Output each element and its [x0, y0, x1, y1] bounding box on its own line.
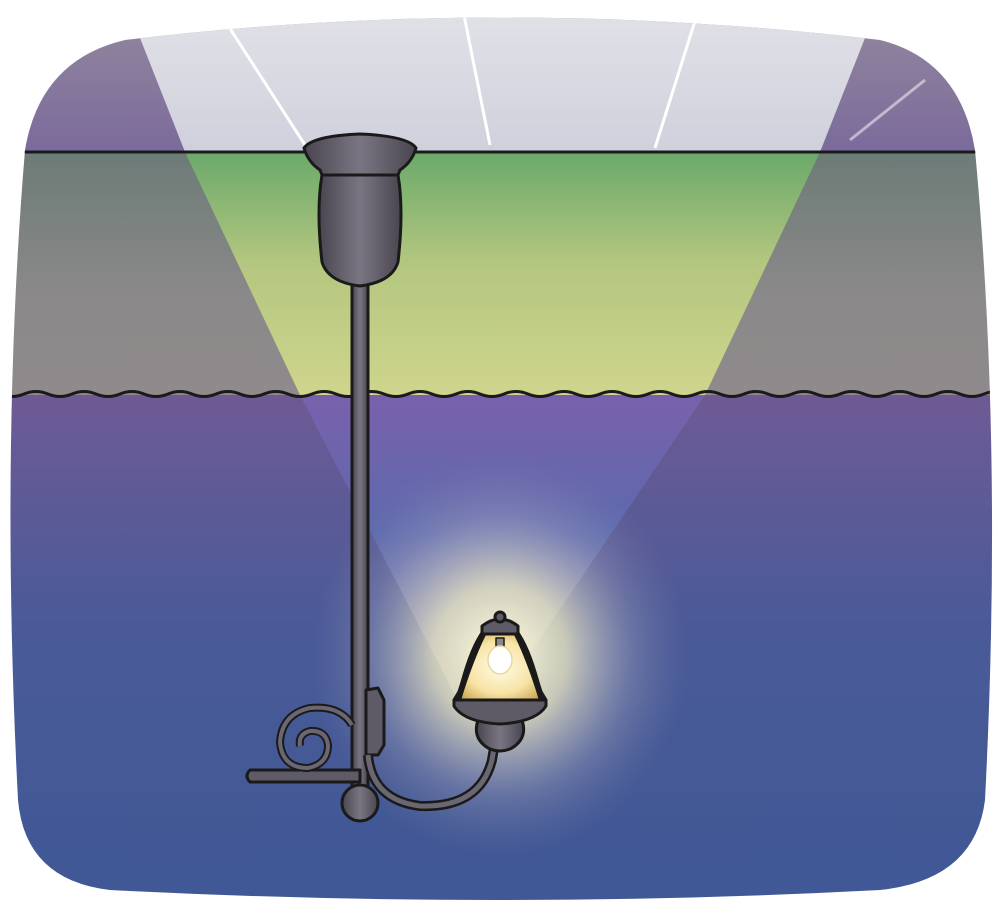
top-fixture	[304, 134, 416, 175]
ceiling-light	[125, 0, 880, 152]
top-fixture-body	[319, 175, 401, 286]
bracket-block	[366, 688, 384, 755]
lamp-foot	[342, 785, 378, 821]
lantern-finial	[495, 612, 505, 622]
